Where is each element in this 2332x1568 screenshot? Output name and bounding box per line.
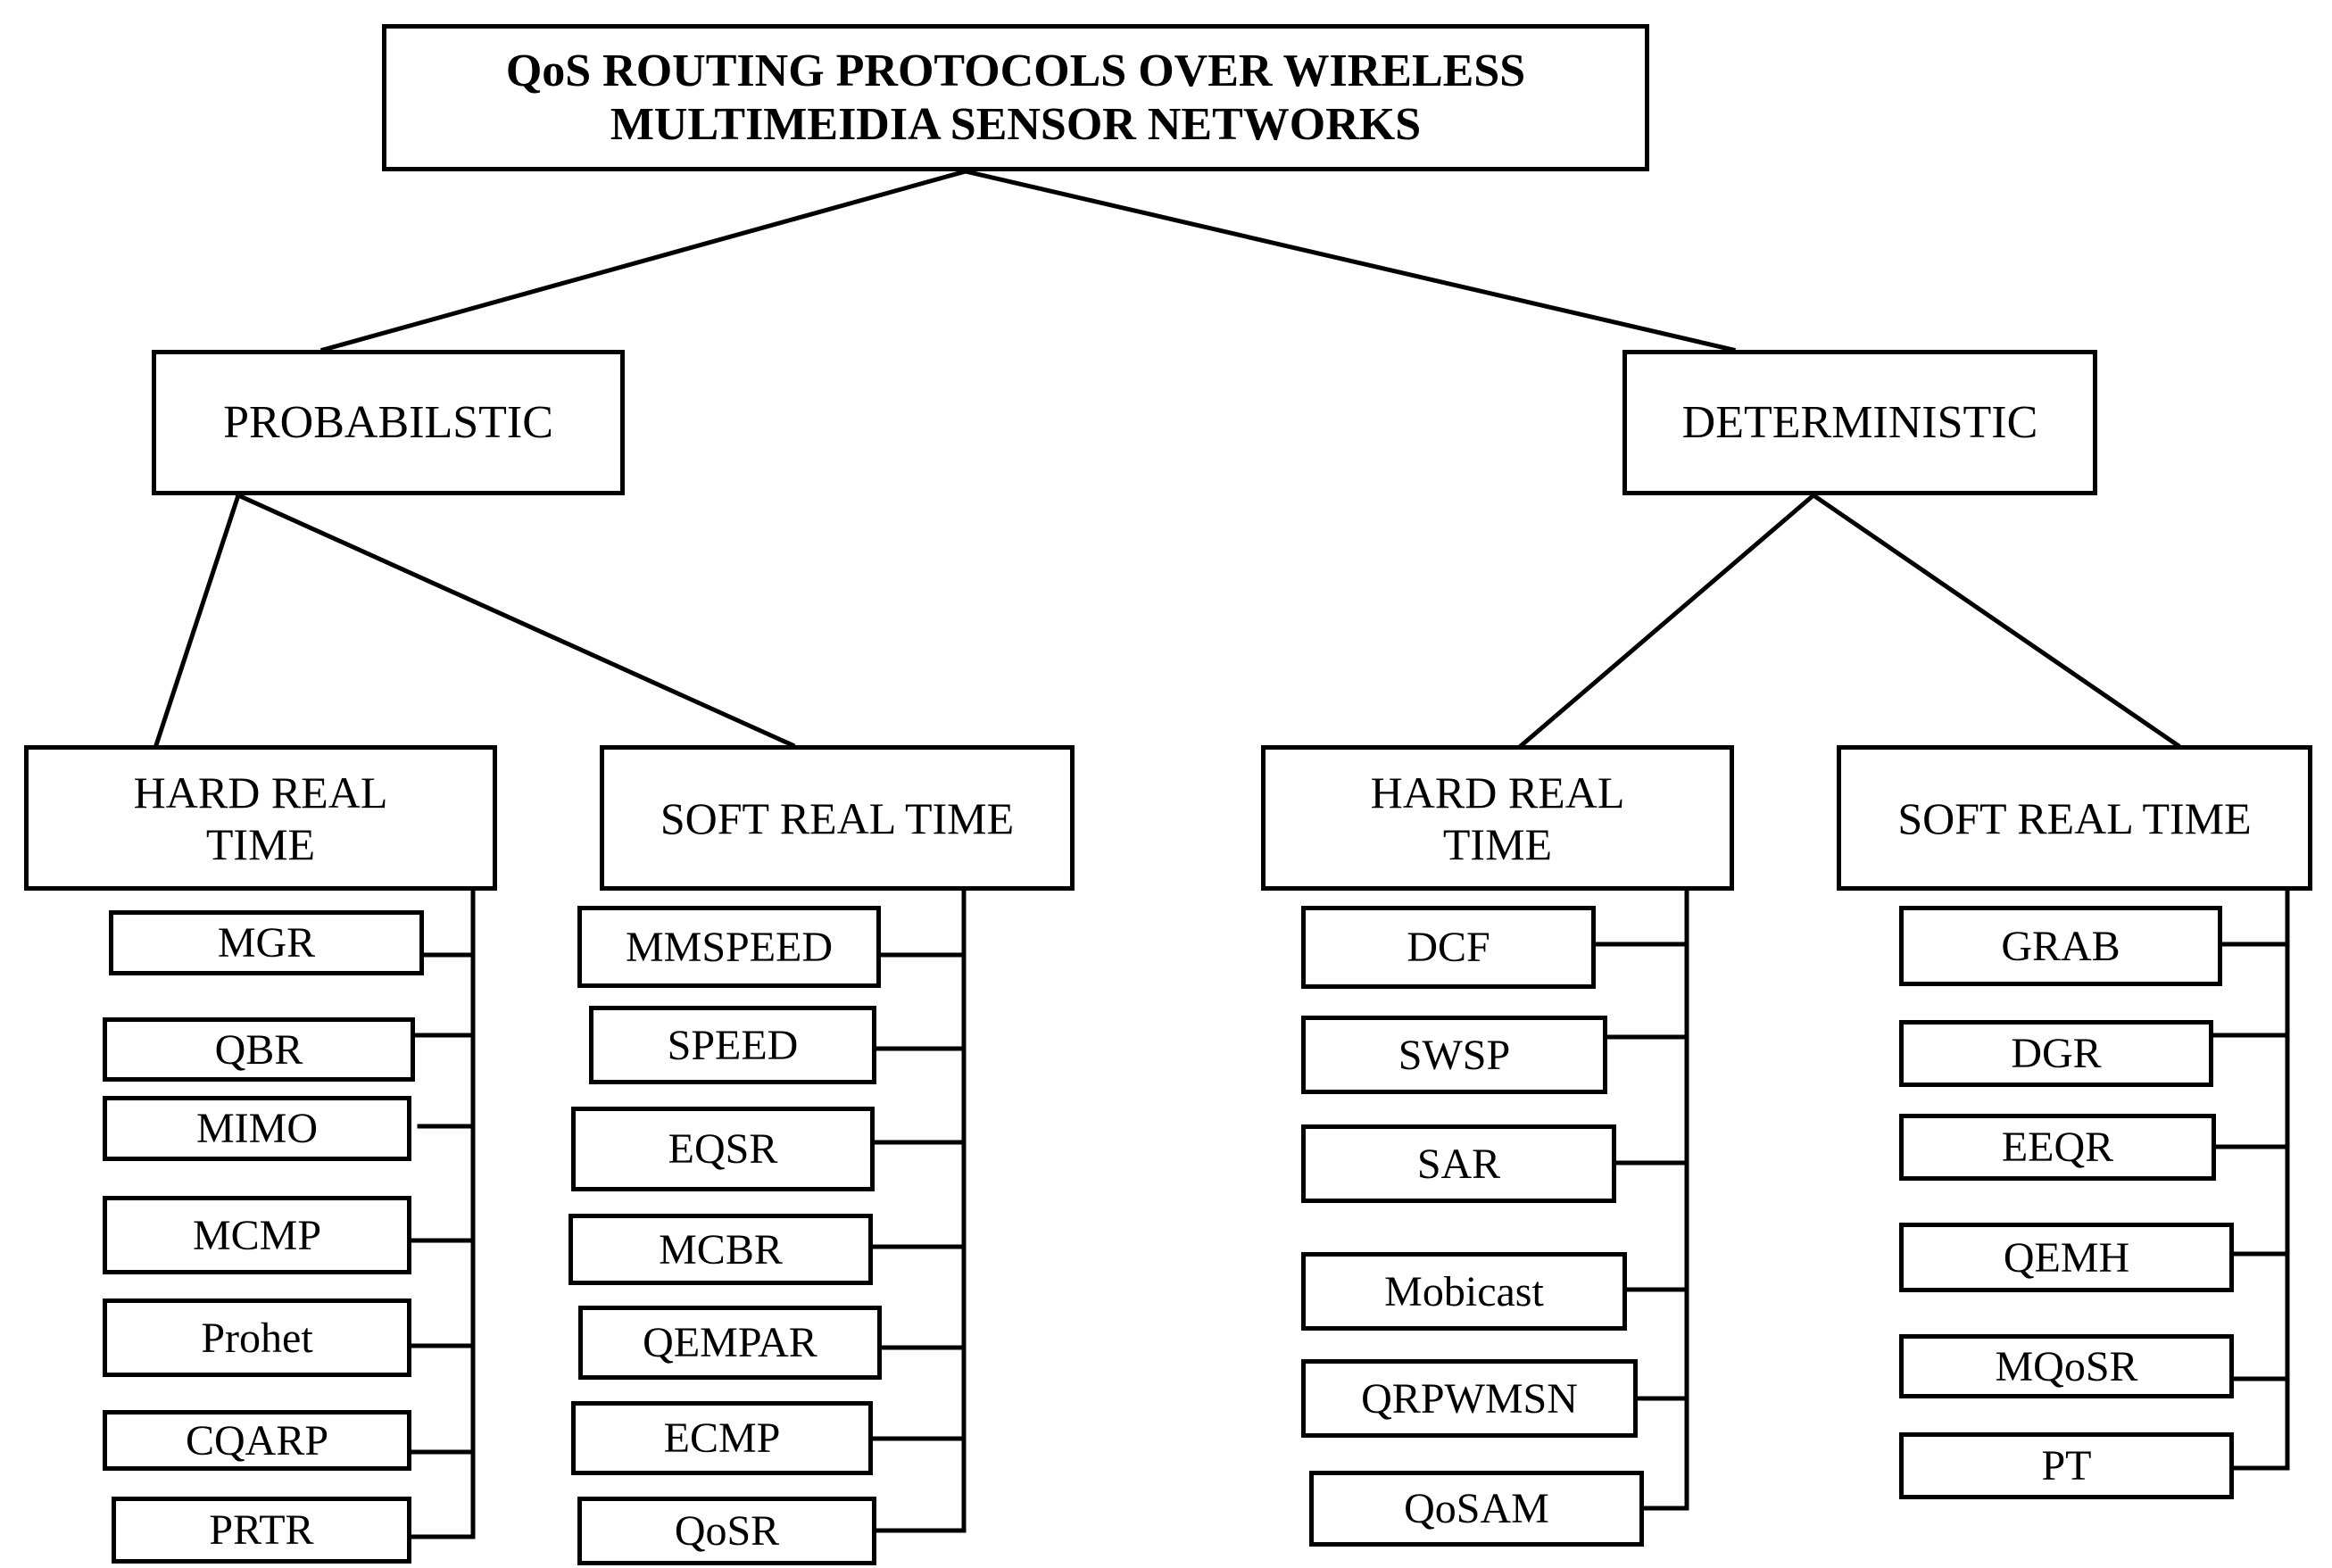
prob-hard-real-time-box: HARD REAL TIME	[24, 745, 497, 891]
protocol-box-dcf: DCF	[1301, 906, 1596, 989]
protocol-box-pt: PT	[1899, 1432, 2234, 1499]
protocol-box-qempar: QEMPAR	[578, 1306, 882, 1380]
protocol-box-eeqr: EEQR	[1899, 1114, 2216, 1181]
connector-root-deterministic	[962, 168, 1737, 353]
protocol-box-eqsr: EQSR	[571, 1107, 875, 1191]
connector-det-soft	[1810, 492, 2181, 749]
prob-soft-real-time-box: SOFT REAL TIME	[600, 745, 1075, 891]
protocol-box-qosam: QoSAM	[1309, 1471, 1644, 1547]
protocol-box-mobicast: Mobicast	[1301, 1252, 1627, 1331]
protocol-box-mqosr: MQoSR	[1899, 1334, 2234, 1398]
protocol-box-qemh: QEMH	[1899, 1223, 2234, 1292]
protocol-box-cqarp: CQARP	[103, 1410, 411, 1471]
protocol-box-mmspeed: MMSPEED	[577, 906, 881, 988]
protocol-box-swsp: SWSP	[1301, 1016, 1607, 1094]
det-soft-real-time-box: SOFT REAL TIME	[1837, 745, 2312, 891]
protocol-box-grab: GRAB	[1899, 906, 2222, 986]
protocol-box-qosr: QoSR	[577, 1497, 876, 1565]
protocol-box-mgr: MGR	[109, 910, 424, 975]
protocol-box-sar: SAR	[1301, 1124, 1616, 1203]
protocol-box-prohet: Prohet	[103, 1298, 411, 1377]
protocol-box-mcbr: MCBR	[568, 1214, 873, 1285]
protocol-box-mimo: MIMO	[103, 1096, 411, 1161]
det-hard-real-time-box: HARD REAL TIME	[1261, 745, 1734, 891]
protocol-box-prtr: PRTR	[112, 1497, 411, 1564]
protocol-box-mcmp: MCMP	[103, 1196, 411, 1274]
connector-prob-soft	[235, 492, 796, 749]
protocol-box-dgr: DGR	[1899, 1020, 2213, 1087]
connector-det-hard	[1518, 492, 1817, 749]
root-title-box: QoS ROUTING PROTOCOLS OVER WIRELESS MULT…	[382, 24, 1649, 171]
connector-prob-hard	[153, 492, 242, 749]
protocol-box-speed: SPEED	[589, 1006, 876, 1084]
connector-root-probabilistic	[320, 168, 969, 353]
protocol-box-ecmp: ECMP	[571, 1401, 873, 1475]
protocol-box-qrpwmsn: QRPWMSN	[1301, 1359, 1638, 1438]
deterministic-box: DETERMINISTIC	[1622, 350, 2097, 495]
probabilistic-box: PROBABILSTIC	[152, 350, 625, 495]
protocol-box-qbr: QBR	[103, 1017, 415, 1082]
